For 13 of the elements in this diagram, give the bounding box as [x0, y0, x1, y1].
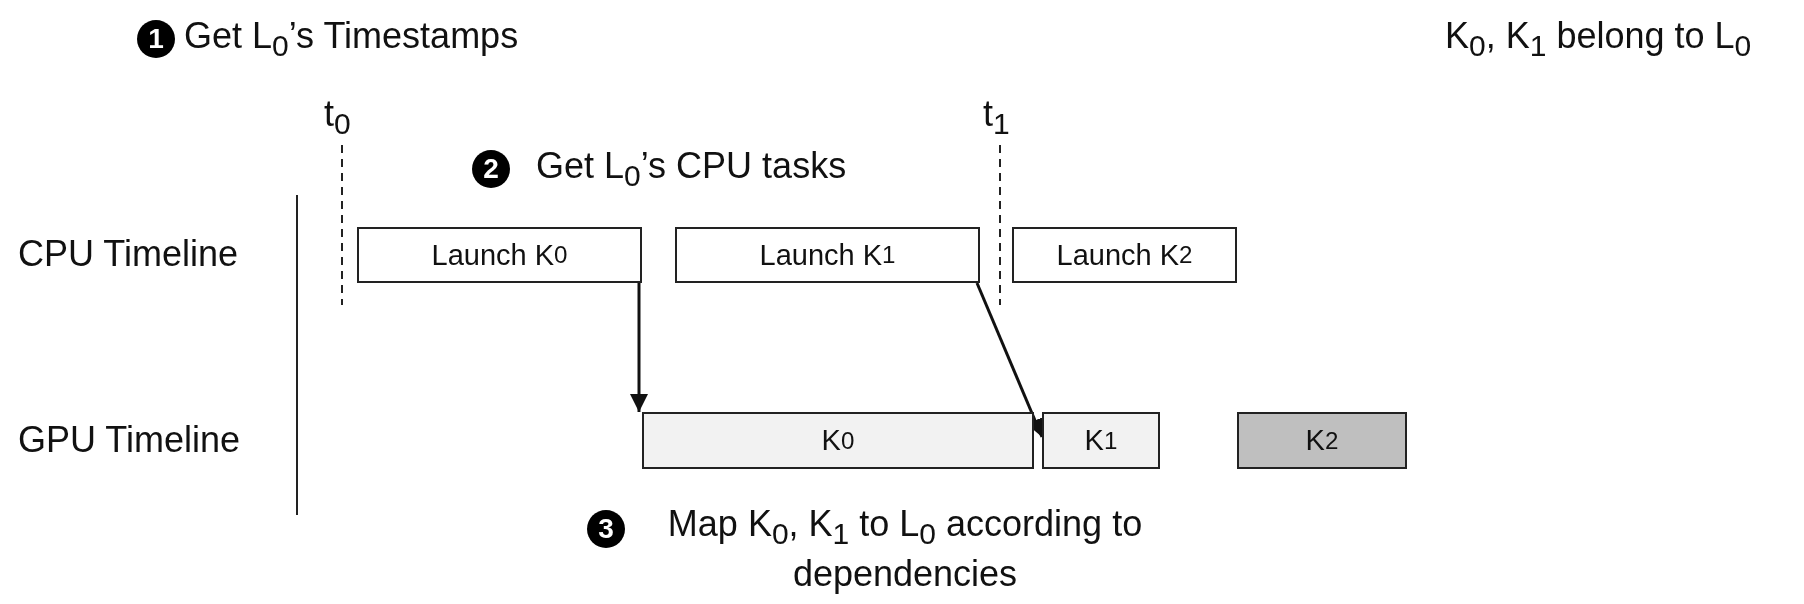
text-label: Map K$_{0}$, K$_{1}$ to L$_{0}$ according to dependencies [666, 502, 1144, 596]
step-number: 3 [587, 510, 625, 548]
step-number: 2 [472, 150, 510, 188]
text-label: CPU Timeline [18, 232, 239, 276]
text-label: Get L$_{0}$’s CPU tasks [536, 144, 847, 195]
text-label: t$_{0}$ [324, 92, 351, 143]
step-number: 1 [137, 20, 175, 58]
text-label: t$_{1}$ [983, 92, 1010, 143]
text-label: GPU Timeline [18, 418, 241, 462]
text-label: K$_{0}$, K$_{1}$ belong to L$_{0}$ [1445, 14, 1752, 65]
text-label: Get L$_{0}$’s Timestamps [184, 14, 519, 65]
arrow [630, 283, 648, 412]
arrow [975, 282, 1044, 438]
